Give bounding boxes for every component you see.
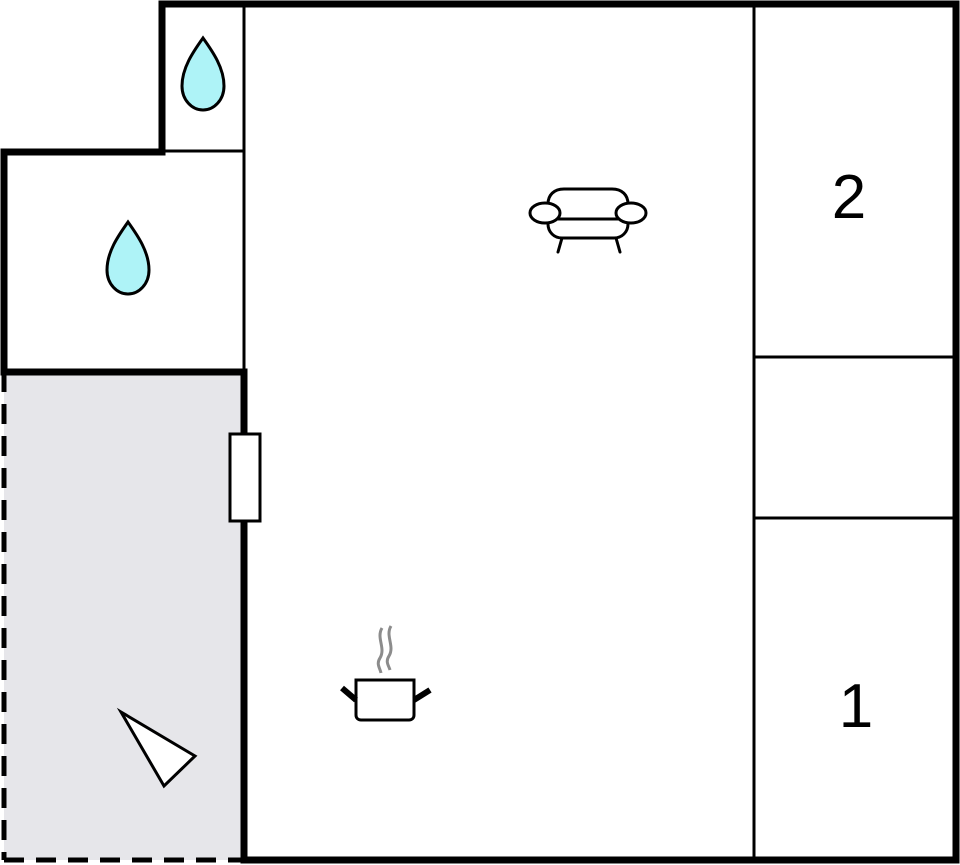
viewpoint-triangle-icon <box>116 707 198 789</box>
sofa-icon <box>528 187 648 254</box>
window-opening <box>228 432 262 523</box>
water-drop-icon <box>105 219 151 296</box>
inner-walls <box>165 4 956 860</box>
terrace <box>1 372 244 863</box>
bedroom-2-label: 2 <box>832 163 866 232</box>
bedroom-1-label: 1 <box>839 672 873 741</box>
water-drop-icon <box>180 35 226 112</box>
cooking-pot-icon <box>340 625 432 722</box>
